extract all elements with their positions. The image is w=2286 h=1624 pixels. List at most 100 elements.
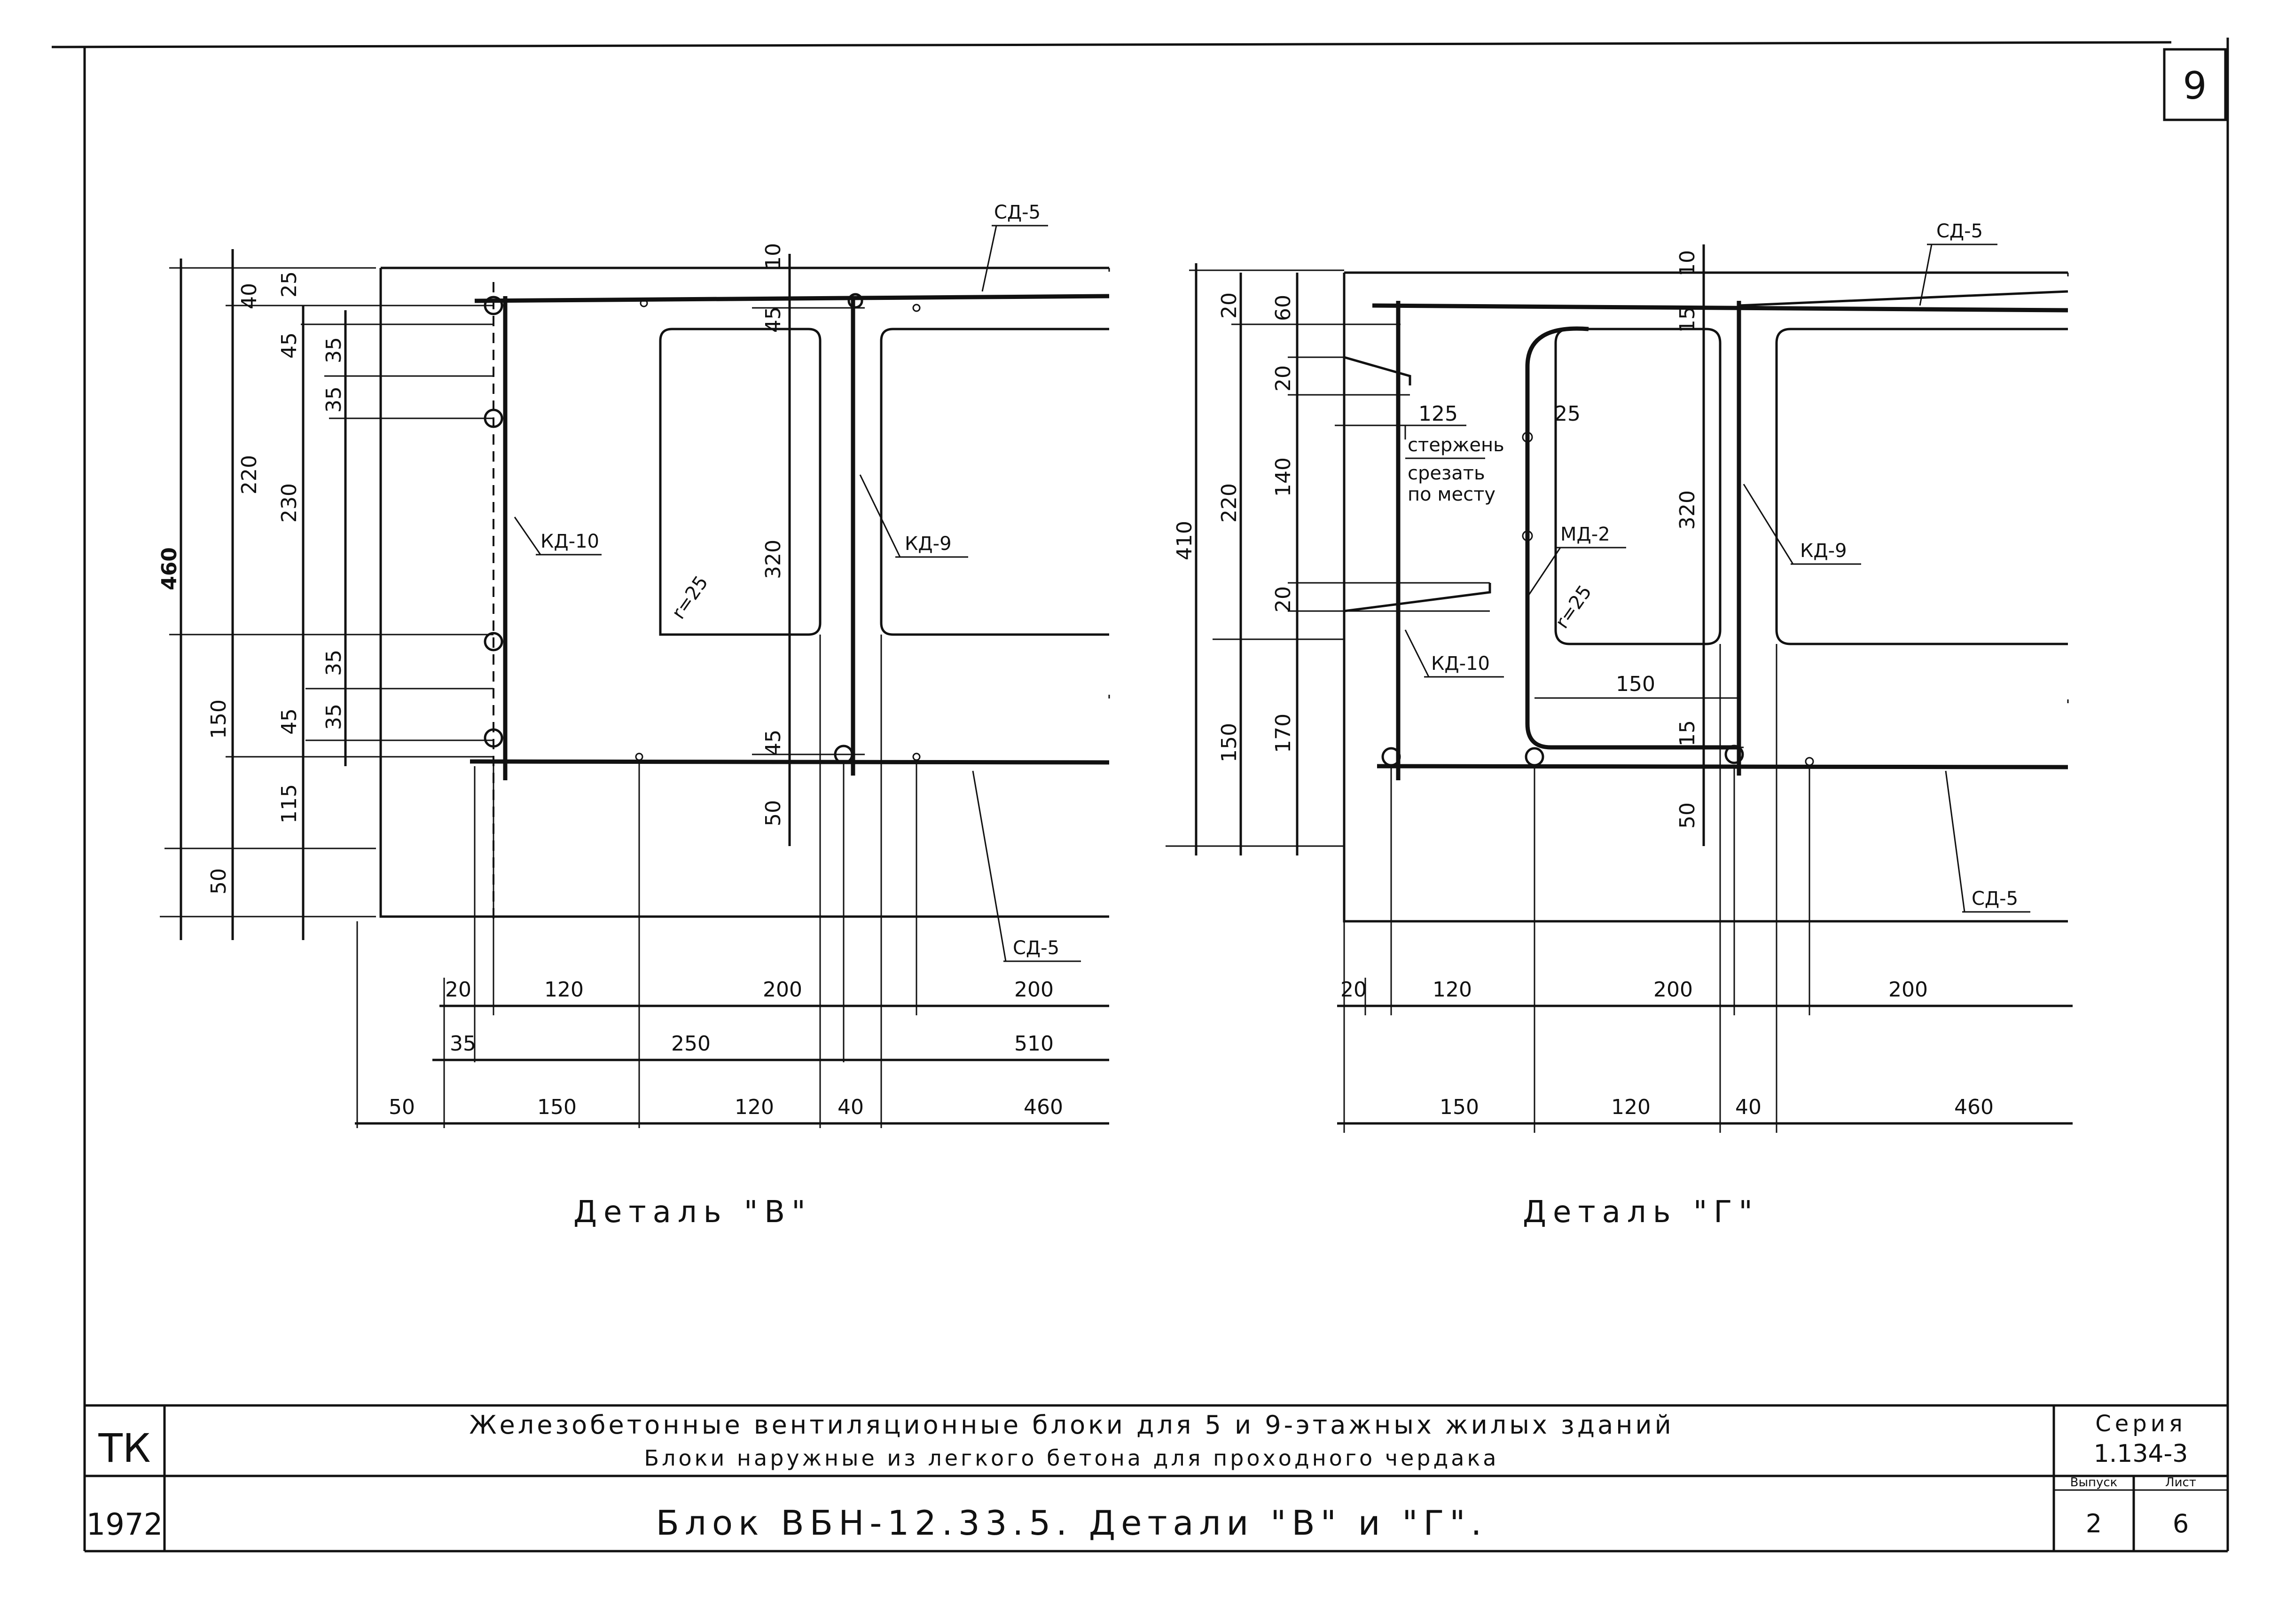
detail-v: 40 25 45 35 35 220 230 460 35 45 35 150 … xyxy=(157,202,1110,1230)
dim-label: 50 xyxy=(389,1095,415,1119)
dim-label: 35 xyxy=(322,704,346,730)
dim-label: 230 xyxy=(277,483,301,523)
sheet-number: 9 xyxy=(2183,64,2207,108)
dim-label: 20 xyxy=(445,978,471,1002)
dim-label: 120 xyxy=(544,978,584,1002)
detail-v-label-sd5-bottom: СД-5 xyxy=(1013,937,1059,959)
dim-label: 115 xyxy=(277,784,301,824)
dim-label: 15 xyxy=(1675,720,1699,746)
detail-v-bottom-dimensions: 20 120 200 200 35 250 510 50 150 120 40 … xyxy=(389,978,1063,1119)
dim-label: 35 xyxy=(322,386,346,413)
detail-v-radius-label: r=25 xyxy=(668,572,713,623)
detail-g-rebar-bottom xyxy=(1377,764,2068,769)
dim-label: 510 xyxy=(1014,1032,1054,1056)
detail-g: 20 60 410 220 150 20 140 20 170 10 15 32… xyxy=(1166,220,2073,1230)
detail-v-caption: Деталь "В" xyxy=(573,1195,812,1230)
drawing-title: Блок ВБН-12.33.5. Детали "В" и "Г". xyxy=(656,1503,1487,1543)
dim-label: 50 xyxy=(761,800,785,826)
dim-label: 20 xyxy=(1217,292,1241,319)
title-line-1: Железобетонные вентиляционные блоки для … xyxy=(469,1410,1674,1440)
detail-g-label-sd5-bottom: СД-5 xyxy=(1972,888,2018,910)
detail-g-rebar-md2 xyxy=(1525,326,1739,750)
title-year: 1972 xyxy=(86,1507,163,1542)
sheet-value: 6 xyxy=(2173,1509,2189,1538)
dim-label: 15 xyxy=(1675,306,1699,333)
dim-label: 150 xyxy=(1217,723,1241,762)
detail-g-label-sd5-top: СД-5 xyxy=(1936,220,1983,242)
dim-label: 25 xyxy=(277,271,301,298)
detail-g-label-kd9: КД-9 xyxy=(1800,540,1847,562)
note-line: стержень xyxy=(1408,434,1504,456)
detail-v-inner-dimensions: 10 45 320 45 50 xyxy=(761,243,785,826)
detail-v-label-sd5-top: СД-5 xyxy=(994,202,1041,223)
dim-label: 10 xyxy=(1675,250,1699,276)
dim-label: 410 xyxy=(1173,521,1197,560)
note-line: по месту xyxy=(1408,484,1495,505)
dim-label: 50 xyxy=(207,868,231,894)
detail-g-left-dimensions: 20 60 410 220 150 20 140 20 170 xyxy=(1173,292,1295,762)
dim-label: 35 xyxy=(322,337,346,363)
dim-label: 45 xyxy=(277,332,301,359)
series-value: 1.134-3 xyxy=(2094,1440,2188,1468)
dim-label: 35 xyxy=(322,650,346,676)
detail-v-block-outline xyxy=(379,267,1109,918)
dim-label: 45 xyxy=(277,708,301,735)
dim-label: 320 xyxy=(1675,490,1699,530)
detail-v-rebar-top xyxy=(474,294,1110,303)
title-line-2: Блоки наружные из легкого бетона для про… xyxy=(644,1445,1499,1471)
dim-label: 60 xyxy=(1271,295,1295,321)
dim-label: 320 xyxy=(761,540,785,579)
detail-g-channel-1 xyxy=(1554,328,1722,645)
dim-label: 150 xyxy=(207,699,231,739)
dim-label: 50 xyxy=(1675,802,1699,829)
detail-v-channel-1 xyxy=(659,328,822,636)
dim-label: 40 xyxy=(838,1095,864,1119)
dim-label: 120 xyxy=(735,1095,774,1119)
dim-label: 45 xyxy=(761,730,785,756)
detail-g-dim-25: 25 xyxy=(1554,402,1581,426)
detail-g-inner-dimensions: 10 15 320 15 50 xyxy=(1675,250,1699,829)
dim-label: 200 xyxy=(1653,978,1693,1002)
dim-label: 200 xyxy=(763,978,802,1002)
dim-label: 20 xyxy=(1271,586,1295,612)
detail-g-channel-2 xyxy=(1775,328,2068,645)
issue-label: Выпуск xyxy=(2070,1475,2118,1490)
note-line: срезать xyxy=(1408,463,1485,484)
detail-g-caption: Деталь "Г" xyxy=(1523,1195,1759,1230)
detail-v-label-kd10: КД-10 xyxy=(540,531,599,552)
dim-label: 20 xyxy=(1340,978,1367,1002)
detail-v-channel-2 xyxy=(880,328,1109,636)
dim-label: 35 xyxy=(450,1032,476,1056)
sheet-label: Лист xyxy=(2165,1475,2196,1490)
title-block: ТК 1972 Железобетонные вентиляционные бл… xyxy=(85,1404,2228,1551)
dim-label: 150 xyxy=(537,1095,577,1119)
detail-g-radius-label: r=25 xyxy=(1551,581,1597,633)
dim-label: 220 xyxy=(237,455,261,494)
series-label: Серия xyxy=(2095,1411,2186,1437)
sheet-number-box: 9 xyxy=(2163,48,2227,121)
detail-v-left-dimensions: 40 25 45 35 35 220 230 460 35 45 35 150 … xyxy=(157,271,346,894)
detail-g-label-kd10: КД-10 xyxy=(1431,653,1490,675)
dim-label: 150 xyxy=(1440,1095,1479,1119)
detail-g-dim-125: 125 xyxy=(1418,402,1458,426)
sheet-frame xyxy=(51,38,2229,1553)
dim-label: 250 xyxy=(671,1032,711,1056)
dim-label: 40 xyxy=(237,283,261,309)
dim-label: 45 xyxy=(761,306,785,333)
dim-label: 10 xyxy=(761,243,785,269)
detail-g-dim-150: 150 xyxy=(1616,672,1655,696)
dim-label: 200 xyxy=(1888,978,1928,1002)
detail-v-label-kd9: КД-9 xyxy=(905,533,952,555)
title-org: ТК xyxy=(98,1425,151,1471)
dim-label: 40 xyxy=(1735,1095,1761,1119)
dim-label: 220 xyxy=(1217,483,1241,523)
dim-label: 170 xyxy=(1271,714,1295,753)
dim-label: 200 xyxy=(1014,978,1054,1002)
detail-g-label-md2: МД-2 xyxy=(1560,524,1610,545)
detail-g-bottom-dimensions: 20 120 200 200 150 120 40 460 xyxy=(1340,978,1994,1119)
dim-label: 120 xyxy=(1611,1095,1651,1119)
issue-value: 2 xyxy=(2086,1509,2102,1538)
dim-label: 460 xyxy=(1954,1095,1994,1119)
dim-label: 120 xyxy=(1433,978,1472,1002)
